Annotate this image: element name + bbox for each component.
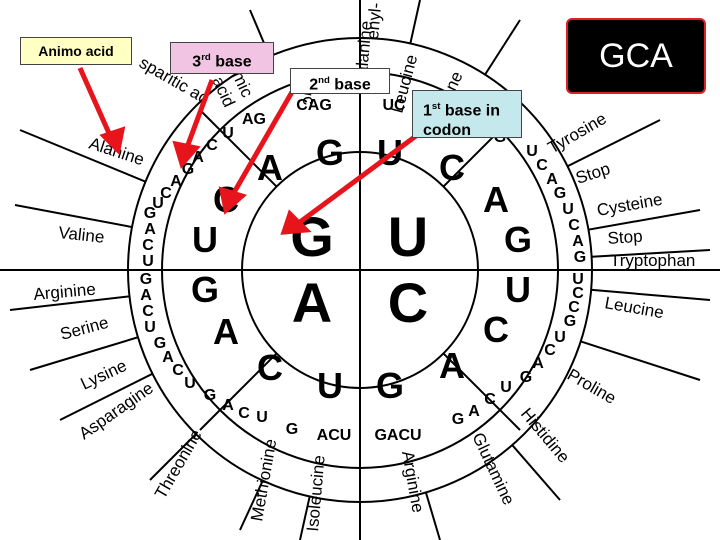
- svg-text:A: A: [257, 147, 283, 188]
- svg-text:enyl-: enyl-: [363, 2, 385, 40]
- svg-text:GACU: GACU: [374, 427, 421, 444]
- svg-text:Stop: Stop: [573, 159, 612, 188]
- amino-acid-text: Animo acid: [38, 43, 114, 59]
- svg-text:U: U: [317, 365, 343, 406]
- svg-text:Serine: Serine: [58, 313, 110, 344]
- svg-text:C: C: [544, 342, 556, 359]
- svg-text:U: U: [152, 195, 164, 212]
- svg-text:Histidine: Histidine: [517, 404, 573, 466]
- svg-text:AG: AG: [242, 111, 266, 128]
- svg-text:Stop: Stop: [607, 227, 643, 248]
- svg-text:Proline: Proline: [564, 365, 619, 408]
- amino-acid-label: Animo acid: [20, 37, 132, 65]
- codon-gca-box: GCA: [566, 18, 706, 94]
- center-letter-c: C: [388, 271, 428, 334]
- svg-text:C: C: [439, 147, 465, 188]
- svg-text:G: G: [204, 387, 216, 404]
- svg-text:Leucine: Leucine: [603, 293, 665, 322]
- svg-text:C: C: [160, 185, 172, 202]
- svg-text:Cysteine: Cysteine: [595, 190, 663, 220]
- svg-text:C: C: [568, 217, 580, 234]
- svg-text:U: U: [256, 409, 268, 426]
- svg-text:ACU: ACU: [317, 427, 352, 444]
- svg-text:G: G: [376, 365, 404, 406]
- svg-text:C: C: [142, 237, 154, 254]
- svg-text:C: C: [536, 157, 548, 174]
- third-base-label: 3rd base: [170, 42, 274, 74]
- svg-text:G: G: [191, 269, 219, 310]
- center-letter-u: U: [388, 205, 428, 268]
- svg-text:Valine: Valine: [58, 223, 106, 247]
- svg-text:Threonine: Threonine: [151, 426, 206, 502]
- svg-text:U: U: [222, 125, 234, 142]
- svg-text:C: C: [483, 309, 509, 350]
- svg-text:C: C: [206, 137, 218, 154]
- svg-text:A: A: [532, 355, 544, 372]
- svg-text:CAG: CAG: [296, 97, 332, 114]
- svg-text:A: A: [170, 173, 182, 190]
- svg-text:C: C: [238, 405, 250, 422]
- svg-text:A: A: [572, 233, 584, 250]
- svg-text:U: U: [142, 253, 154, 270]
- second-base-label: 2nd base: [290, 68, 390, 94]
- svg-text:C: C: [257, 347, 283, 388]
- svg-text:G: G: [316, 132, 344, 173]
- svg-text:U: U: [554, 329, 566, 346]
- svg-text:U: U: [505, 269, 531, 310]
- svg-text:A: A: [213, 311, 239, 352]
- svg-text:A: A: [162, 349, 174, 366]
- svg-text:UC: UC: [382, 97, 406, 114]
- svg-text:alanine: alanine: [352, 20, 376, 76]
- svg-text:C: C: [484, 391, 496, 408]
- svg-text:U: U: [144, 319, 156, 336]
- center-letter-a: A: [292, 271, 332, 334]
- svg-text:G: G: [520, 369, 532, 386]
- svg-text:U: U: [562, 201, 574, 218]
- svg-text:C: C: [572, 285, 584, 302]
- svg-text:G: G: [286, 421, 298, 438]
- svg-text:A: A: [222, 397, 234, 414]
- svg-text:G: G: [144, 205, 156, 222]
- svg-text:U: U: [500, 379, 512, 396]
- svg-text:C: C: [568, 299, 580, 316]
- svg-text:A: A: [140, 287, 152, 304]
- svg-text:C: C: [172, 362, 184, 379]
- svg-text:Tryptophan: Tryptophan: [610, 251, 695, 270]
- codon-text: GCA: [599, 37, 673, 75]
- svg-text:U: U: [192, 219, 218, 260]
- svg-text:U: U: [526, 143, 538, 160]
- svg-text:A: A: [546, 171, 558, 188]
- svg-text:A: A: [192, 149, 204, 166]
- svg-text:A: A: [483, 179, 509, 220]
- svg-text:G: G: [504, 219, 532, 260]
- svg-text:U: U: [572, 271, 584, 288]
- first-base-label: 1st base in codon: [412, 90, 522, 139]
- svg-text:G: G: [140, 271, 152, 288]
- svg-text:A: A: [144, 221, 156, 238]
- svg-text:G: G: [154, 335, 166, 352]
- svg-text:G: G: [554, 185, 566, 202]
- svg-text:A: A: [439, 345, 465, 386]
- svg-text:G: G: [574, 249, 586, 266]
- svg-text:C: C: [142, 303, 154, 320]
- svg-text:G: G: [564, 313, 576, 330]
- svg-text:G: G: [182, 161, 194, 178]
- svg-text:G: G: [452, 411, 464, 428]
- svg-text:A: A: [468, 403, 480, 420]
- svg-text:U: U: [184, 375, 196, 392]
